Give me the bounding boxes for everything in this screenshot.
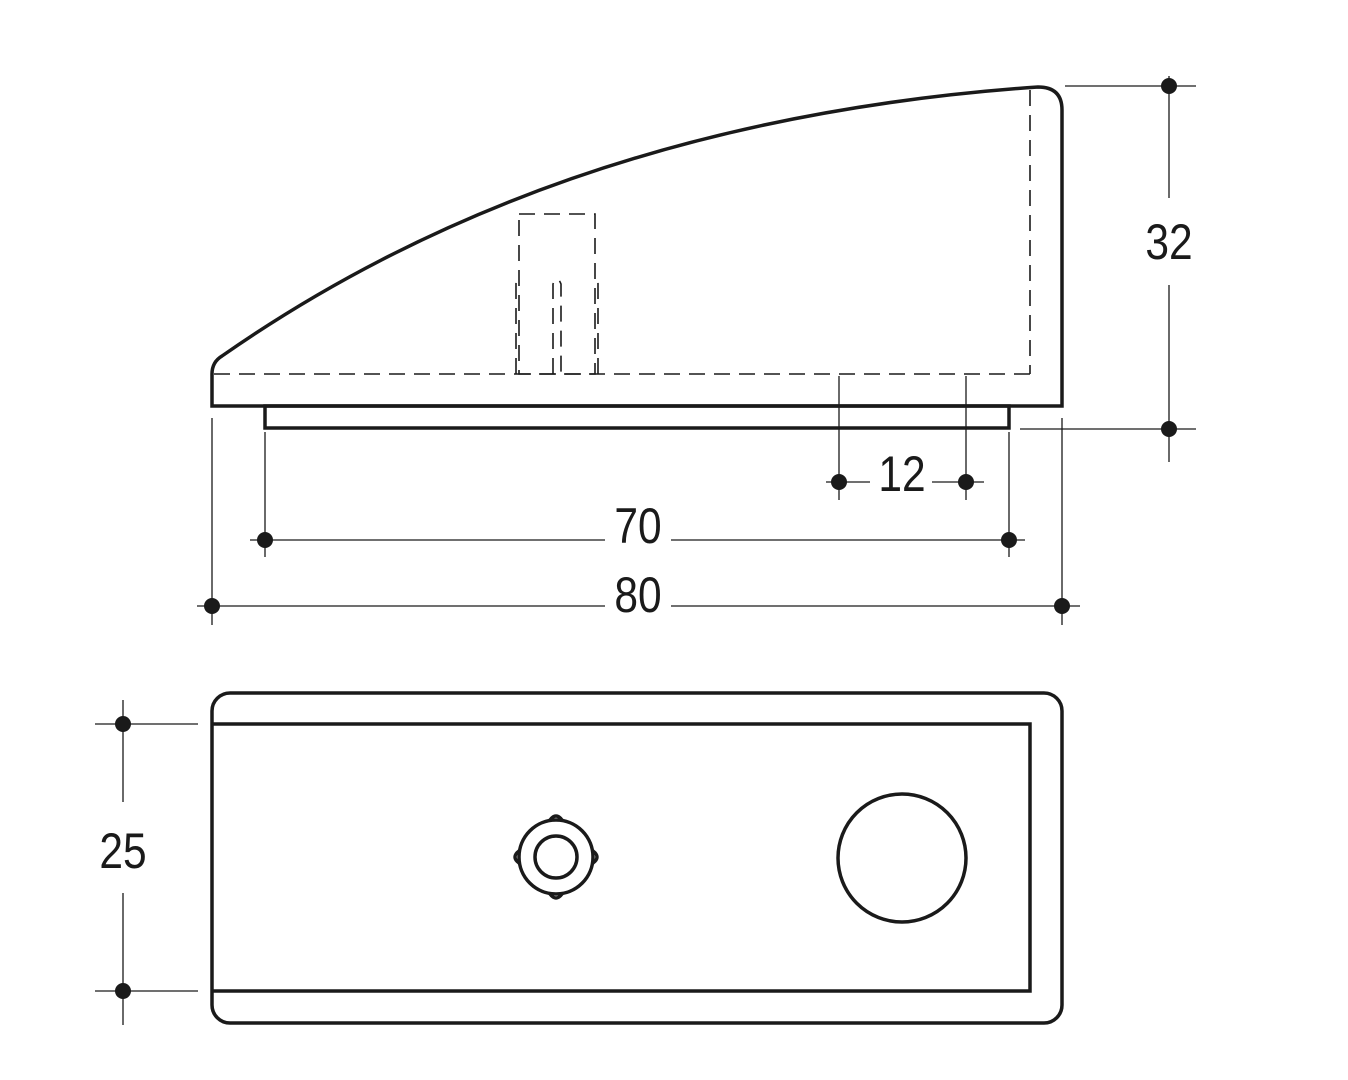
dimension-label-12: 12 [878, 446, 925, 502]
adjuster-knob [513, 814, 599, 900]
side-view [210, 85, 1064, 500]
hidden-pin-detail [515, 277, 599, 374]
mounting-hole [836, 792, 968, 924]
dimension-total-length: 80 [197, 418, 1080, 625]
top-view [210, 691, 1064, 1025]
dimension-base-length: 70 [250, 432, 1025, 557]
dimension-label-32: 32 [1145, 214, 1192, 270]
dimension-label-80: 80 [614, 567, 661, 623]
base-plate [263, 404, 1011, 430]
dimension-label-70: 70 [614, 498, 661, 554]
inner-recess [212, 722, 1032, 993]
dimension-label-25: 25 [99, 823, 146, 879]
dimension-height: 32 [1020, 76, 1196, 462]
side-body-outline [210, 85, 1064, 408]
dimension-slot: 12 [826, 446, 984, 502]
dimension-width: 25 [95, 700, 198, 1025]
top-body-outline [210, 691, 1064, 1025]
hidden-pin [518, 213, 596, 375]
